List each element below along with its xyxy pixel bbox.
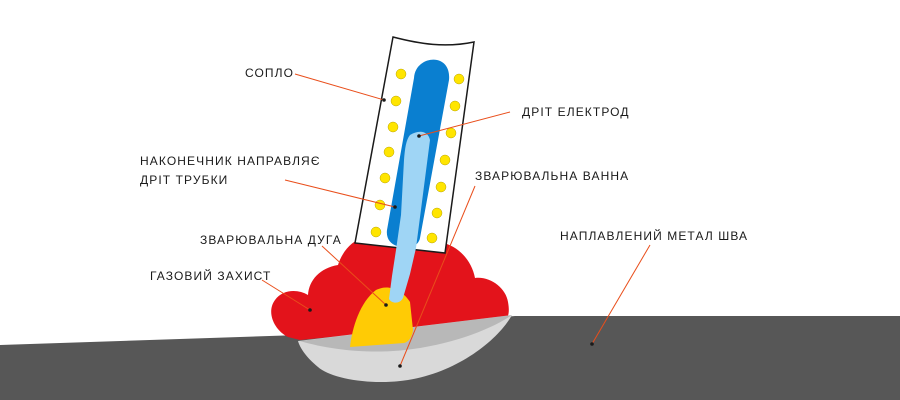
leader-contact-tip xyxy=(284,179,396,208)
label-weld-pool: ЗВАРЮВАЛЬНА ВАННА xyxy=(475,169,629,183)
label-contact-tip-line1: НАКОНЕЧНИК НАПРАВЛЯЄ xyxy=(140,154,321,168)
leader-welding-arc xyxy=(321,245,387,306)
label-welding-arc: ЗВАРЮВАЛЬНА ДУГА xyxy=(200,233,342,247)
leader-gas-shield xyxy=(261,279,311,311)
label-electrode-wire: ДРІТ ЕЛЕКТРОД xyxy=(522,105,630,119)
leader-electrode-wire xyxy=(418,111,511,137)
leader-dots xyxy=(308,98,594,368)
electrode-wire xyxy=(389,131,430,303)
leader-weld-metal xyxy=(591,244,651,345)
weld-bead xyxy=(298,315,512,383)
label-gas-shield: ГАЗОВИЙ ЗАХИСТ xyxy=(150,268,271,283)
label-weld-metal: НАПЛАВЛЕНИЙ МЕТАЛ ШВА xyxy=(560,228,748,243)
label-contact-tip-line2: ДРІТ ТРУБКИ xyxy=(140,173,228,187)
gas-holes-right xyxy=(426,73,465,244)
leader-nozzle xyxy=(294,73,385,101)
leader-weld-pool xyxy=(399,185,476,367)
label-nozzle: СОПЛО xyxy=(245,66,294,80)
